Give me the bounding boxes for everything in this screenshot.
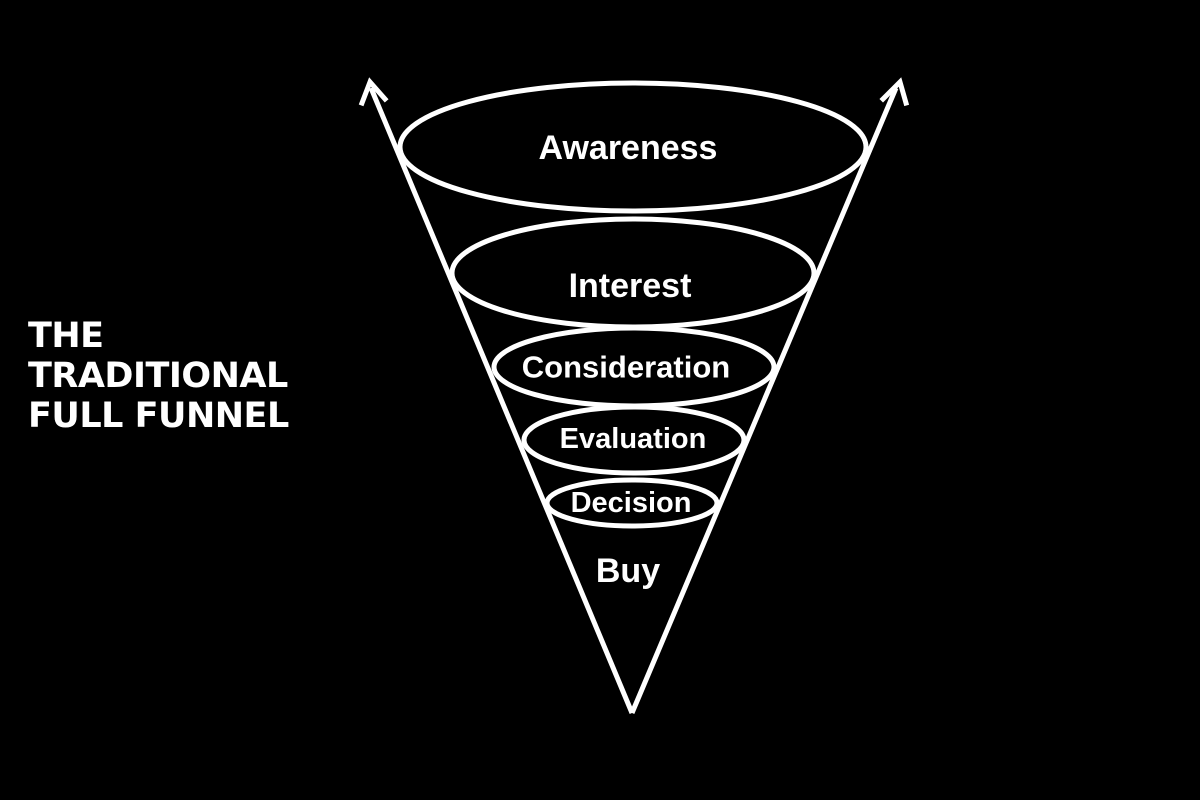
title-line: TRADITIONAL: [28, 356, 288, 396]
stage-label-buy: Buy: [596, 552, 660, 590]
stage-label-consideration: Consideration: [522, 350, 730, 385]
page-title: THE TRADITIONAL FULL FUNNEL: [28, 316, 289, 436]
stage-label-awareness: Awareness: [539, 129, 718, 167]
arrow-up-right-icon: [879, 77, 910, 107]
stage-ring-interest: [449, 216, 817, 330]
funnel-left-side: [368, 87, 635, 714]
arrow-up-left-icon: [358, 77, 389, 107]
title-line: FULL FUNNEL: [28, 396, 289, 436]
funnel-outline: [358, 77, 910, 714]
title-line: THE: [28, 316, 104, 356]
funnel-stages: [397, 80, 869, 529]
stage-label-evaluation: Evaluation: [560, 423, 707, 455]
stage-ring-awareness: [397, 80, 869, 214]
funnel-right-side: [629, 87, 899, 714]
stage-label-interest: Interest: [569, 267, 692, 305]
funnel-stage-labels: Awareness Interest Consideration Evaluat…: [522, 129, 730, 590]
stage-label-decision: Decision: [571, 487, 692, 519]
stage-ring-decision: [544, 477, 720, 529]
